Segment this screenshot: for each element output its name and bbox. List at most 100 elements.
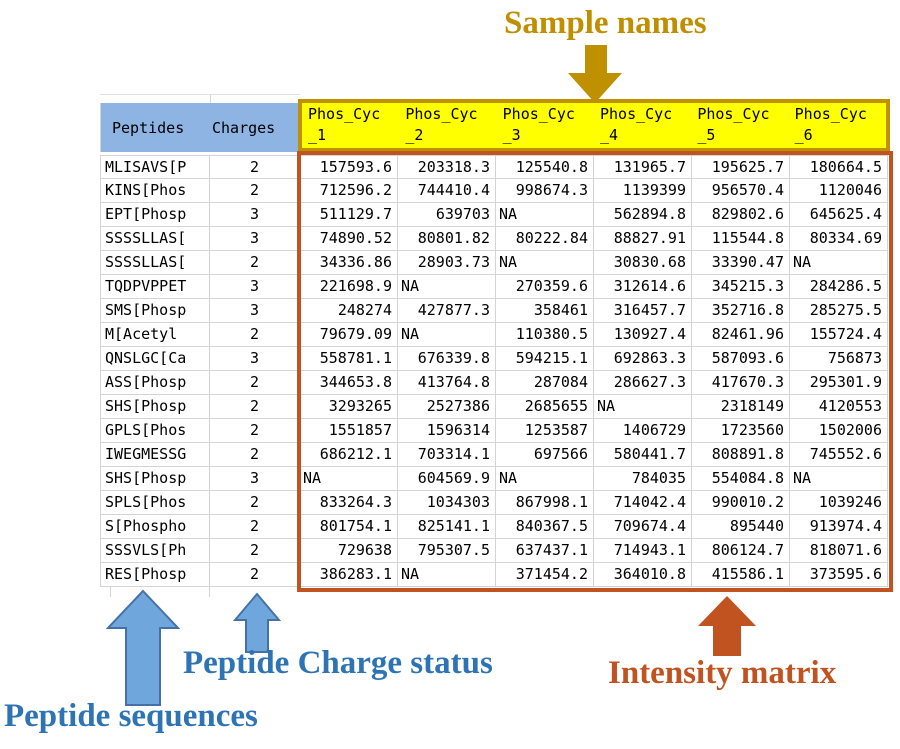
charge-cell[interactable]: 2 [210,443,300,467]
peptide-cell[interactable]: SPLS[Phos [100,491,210,515]
intensity-cell[interactable]: 221698.9 [300,275,398,299]
intensity-cell[interactable]: NA [790,251,888,275]
intensity-cell[interactable]: 131965.7 [594,155,692,179]
intensity-cell[interactable]: 756873 [790,347,888,371]
intensity-cell[interactable]: 371454.2 [496,563,594,587]
intensity-cell[interactable]: 88827.91 [594,227,692,251]
intensity-cell[interactable]: 157593.6 [300,155,398,179]
sample-column-header[interactable]: Phos_Cyc_4 [599,105,673,144]
intensity-cell[interactable]: 709674.4 [594,515,692,539]
intensity-cell[interactable]: 554084.8 [692,467,790,491]
intensity-cell[interactable]: 33390.47 [692,251,790,275]
intensity-cell[interactable]: 4120553 [790,395,888,419]
intensity-cell[interactable]: 697566 [496,443,594,467]
intensity-cell[interactable]: 180664.5 [790,155,888,179]
charge-cell[interactable]: 3 [210,203,300,227]
intensity-cell[interactable]: 745552.6 [790,443,888,467]
intensity-cell[interactable]: 417670.3 [692,371,790,395]
intensity-cell[interactable]: 80334.69 [790,227,888,251]
intensity-cell[interactable]: 74890.52 [300,227,398,251]
intensity-cell[interactable]: 30830.68 [594,251,692,275]
intensity-cell[interactable]: 285275.5 [790,299,888,323]
intensity-cell[interactable]: 806124.7 [692,539,790,563]
peptide-cell[interactable]: IWEGMESSG [100,443,210,467]
sample-column-header[interactable]: Phos_Cyc_3 [502,105,575,144]
intensity-cell[interactable]: 80801.82 [398,227,496,251]
intensity-cell[interactable]: 714943.1 [594,539,692,563]
intensity-cell[interactable]: 373595.6 [790,563,888,587]
intensity-cell[interactable]: 427877.3 [398,299,496,323]
intensity-cell[interactable]: 248274 [300,299,398,323]
intensity-cell[interactable]: 316457.7 [594,299,692,323]
intensity-cell[interactable]: 913974.4 [790,515,888,539]
intensity-cell[interactable]: 312614.6 [594,275,692,299]
intensity-cell[interactable]: 825141.1 [398,515,496,539]
intensity-cell[interactable]: 784035 [594,467,692,491]
intensity-cell[interactable]: 1039246 [790,491,888,515]
intensity-cell[interactable]: 270359.6 [496,275,594,299]
charge-cell[interactable]: 2 [210,395,300,419]
intensity-cell[interactable]: 295301.9 [790,371,888,395]
intensity-cell[interactable]: 284286.5 [790,275,888,299]
intensity-cell[interactable]: 287084 [496,371,594,395]
peptides-column-header[interactable]: Peptides [112,118,185,137]
intensity-cell[interactable]: 895440 [692,515,790,539]
intensity-cell[interactable]: 286627.3 [594,371,692,395]
intensity-cell[interactable]: 1139399 [594,179,692,203]
intensity-cell[interactable]: 2527386 [398,395,496,419]
sample-column-header[interactable]: Phos_Cyc_1 [308,105,381,144]
intensity-cell[interactable]: 155724.4 [790,323,888,347]
charges-column-header[interactable]: Charges [212,118,276,137]
intensity-cell[interactable]: NA [594,395,692,419]
intensity-cell[interactable]: 998674.3 [496,179,594,203]
charge-cell[interactable]: 3 [210,467,300,491]
intensity-cell[interactable]: 637437.1 [496,539,594,563]
intensity-cell[interactable]: 511129.7 [300,203,398,227]
intensity-cell[interactable]: 115544.8 [692,227,790,251]
intensity-cell[interactable]: 1406729 [594,419,692,443]
peptide-cell[interactable]: SSSSLLAS[ [100,227,210,251]
charge-cell[interactable]: 2 [210,323,300,347]
charge-cell[interactable]: 2 [210,251,300,275]
intensity-cell[interactable]: 795307.5 [398,539,496,563]
intensity-cell[interactable]: 79679.09 [300,323,398,347]
intensity-cell[interactable]: 1502006 [790,419,888,443]
peptide-cell[interactable]: QNSLGC[Ca [100,347,210,371]
intensity-cell[interactable]: 1034303 [398,491,496,515]
intensity-cell[interactable]: 587093.6 [692,347,790,371]
peptide-cell[interactable]: EPT[Phosp [100,203,210,227]
intensity-cell[interactable]: 1120046 [790,179,888,203]
peptide-cell[interactable]: SSSVLS[Ph [100,539,210,563]
charge-cell[interactable]: 2 [210,539,300,563]
intensity-cell[interactable]: NA [398,323,496,347]
charge-cell[interactable]: 2 [210,563,300,587]
intensity-cell[interactable]: NA [790,467,888,491]
intensity-cell[interactable]: 645625.4 [790,203,888,227]
intensity-cell[interactable]: 840367.5 [496,515,594,539]
intensity-cell[interactable]: 344653.8 [300,371,398,395]
intensity-cell[interactable]: NA [398,563,496,587]
charge-cell[interactable]: 3 [210,275,300,299]
intensity-cell[interactable]: 2318149 [692,395,790,419]
intensity-cell[interactable]: NA [496,251,594,275]
intensity-cell[interactable]: 125540.8 [496,155,594,179]
charge-cell[interactable]: 2 [210,179,300,203]
intensity-cell[interactable]: 415586.1 [692,563,790,587]
intensity-cell[interactable]: 1253587 [496,419,594,443]
peptide-cell[interactable]: M[Acetyl [100,323,210,347]
intensity-cell[interactable]: 80222.84 [496,227,594,251]
intensity-cell[interactable]: 1551857 [300,419,398,443]
intensity-cell[interactable]: 712596.2 [300,179,398,203]
intensity-cell[interactable]: 692863.3 [594,347,692,371]
intensity-cell[interactable]: 345215.3 [692,275,790,299]
intensity-cell[interactable]: 413764.8 [398,371,496,395]
peptide-cell[interactable]: SSSSLLAS[ [100,251,210,275]
peptide-cell[interactable]: SHS[Phosp [100,467,210,491]
intensity-cell[interactable]: 2685655 [496,395,594,419]
intensity-cell[interactable]: 867998.1 [496,491,594,515]
intensity-cell[interactable]: 82461.96 [692,323,790,347]
charge-cell[interactable]: 3 [210,347,300,371]
intensity-cell[interactable]: 714042.4 [594,491,692,515]
sample-column-header[interactable]: Phos_Cyc_6 [794,105,867,144]
intensity-cell[interactable]: 703314.1 [398,443,496,467]
